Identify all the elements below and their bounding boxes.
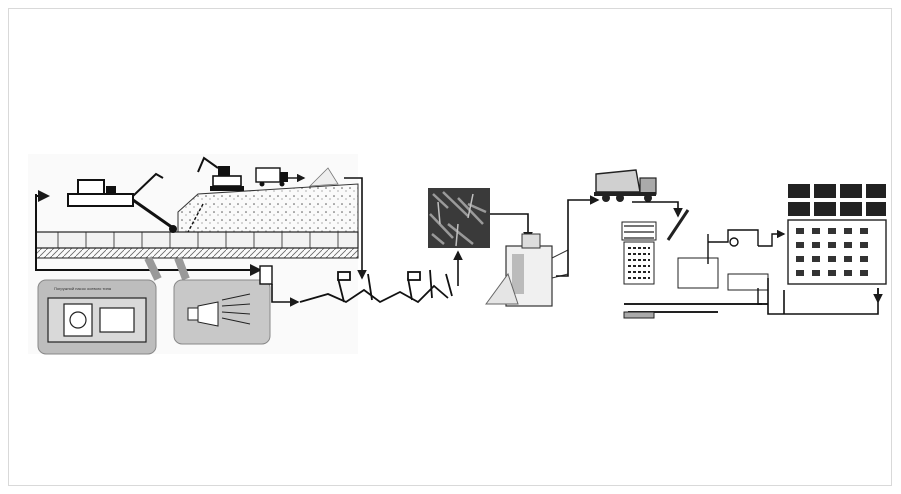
dryer-loop — [708, 230, 784, 264]
press-to-storage — [768, 278, 784, 314]
dump-truck-icon — [594, 170, 656, 202]
building-icon — [788, 184, 886, 284]
pump-callout-label: Погружной насос осевого типа — [54, 286, 112, 291]
block-press-icon — [622, 210, 768, 318]
quarry-section: Погружной насос осевого типа — [28, 154, 362, 354]
truck-to-press-arrow — [632, 202, 678, 216]
axial-pump-icon — [48, 298, 146, 342]
receiving-bunker — [260, 266, 272, 284]
storage-loop — [784, 288, 878, 314]
process-flow-diagram: Погружной насос осевого типа — [28, 154, 888, 364]
plant-tower-icon — [486, 234, 568, 306]
plant-to-truck-arrow — [556, 200, 598, 276]
product-pile-icon — [428, 188, 490, 248]
bedrock-layer — [36, 248, 358, 258]
